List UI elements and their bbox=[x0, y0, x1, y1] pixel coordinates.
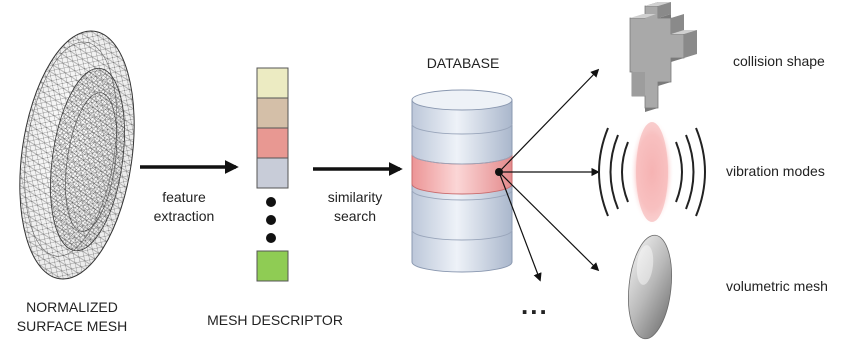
database-cylinder bbox=[411, 89, 513, 273]
result-arrows bbox=[498, 68, 600, 282]
surface-mesh-disc bbox=[19, 30, 135, 280]
feature-extraction-label-line1: feature bbox=[162, 189, 206, 205]
feature-extraction-label-line2: extraction bbox=[153, 208, 215, 224]
vibration-modes-icon bbox=[598, 118, 706, 226]
arrow-to-volumetric bbox=[498, 171, 600, 272]
descriptor-dot bbox=[266, 215, 276, 225]
more-results-ellipsis: ... bbox=[521, 290, 549, 320]
mesh-descriptor-text: MESH DESCRIPTOR bbox=[207, 312, 343, 328]
feature-extraction-label: feature extraction bbox=[134, 188, 234, 226]
descriptor-cell bbox=[256, 127, 289, 159]
database-text: DATABASE bbox=[426, 55, 500, 71]
similarity-search-label: similarity search bbox=[310, 188, 400, 226]
collision-shape-label: collision shape bbox=[733, 53, 825, 69]
collision-shape-icon bbox=[629, 2, 697, 112]
descriptor-cell bbox=[256, 250, 289, 282]
arrow-to-collision bbox=[498, 68, 600, 173]
surface-mesh-label: NORMALIZED SURFACE MESH bbox=[0, 298, 144, 336]
descriptor-cell bbox=[256, 67, 289, 99]
arrow-to-more bbox=[498, 171, 542, 282]
surface-mesh-label-line2: SURFACE MESH bbox=[16, 318, 128, 334]
similarity-search-label-line2: search bbox=[333, 208, 377, 224]
database-label: DATABASE bbox=[408, 54, 518, 73]
volumetric-mesh-label: volumetric mesh bbox=[726, 278, 828, 294]
volumetric-mesh-icon bbox=[628, 234, 672, 340]
descriptor-cell bbox=[256, 157, 289, 189]
mesh-descriptor-label: MESH DESCRIPTOR bbox=[195, 311, 355, 330]
descriptor-dot bbox=[266, 197, 276, 207]
descriptor-cell bbox=[256, 97, 289, 129]
vibration-modes-label: vibration modes bbox=[726, 163, 825, 179]
similarity-search-label-line1: similarity bbox=[327, 189, 383, 205]
descriptor-dot bbox=[266, 233, 276, 243]
mesh-descriptor-vector bbox=[256, 67, 289, 282]
surface-mesh-label-line1: NORMALIZED bbox=[26, 299, 118, 315]
